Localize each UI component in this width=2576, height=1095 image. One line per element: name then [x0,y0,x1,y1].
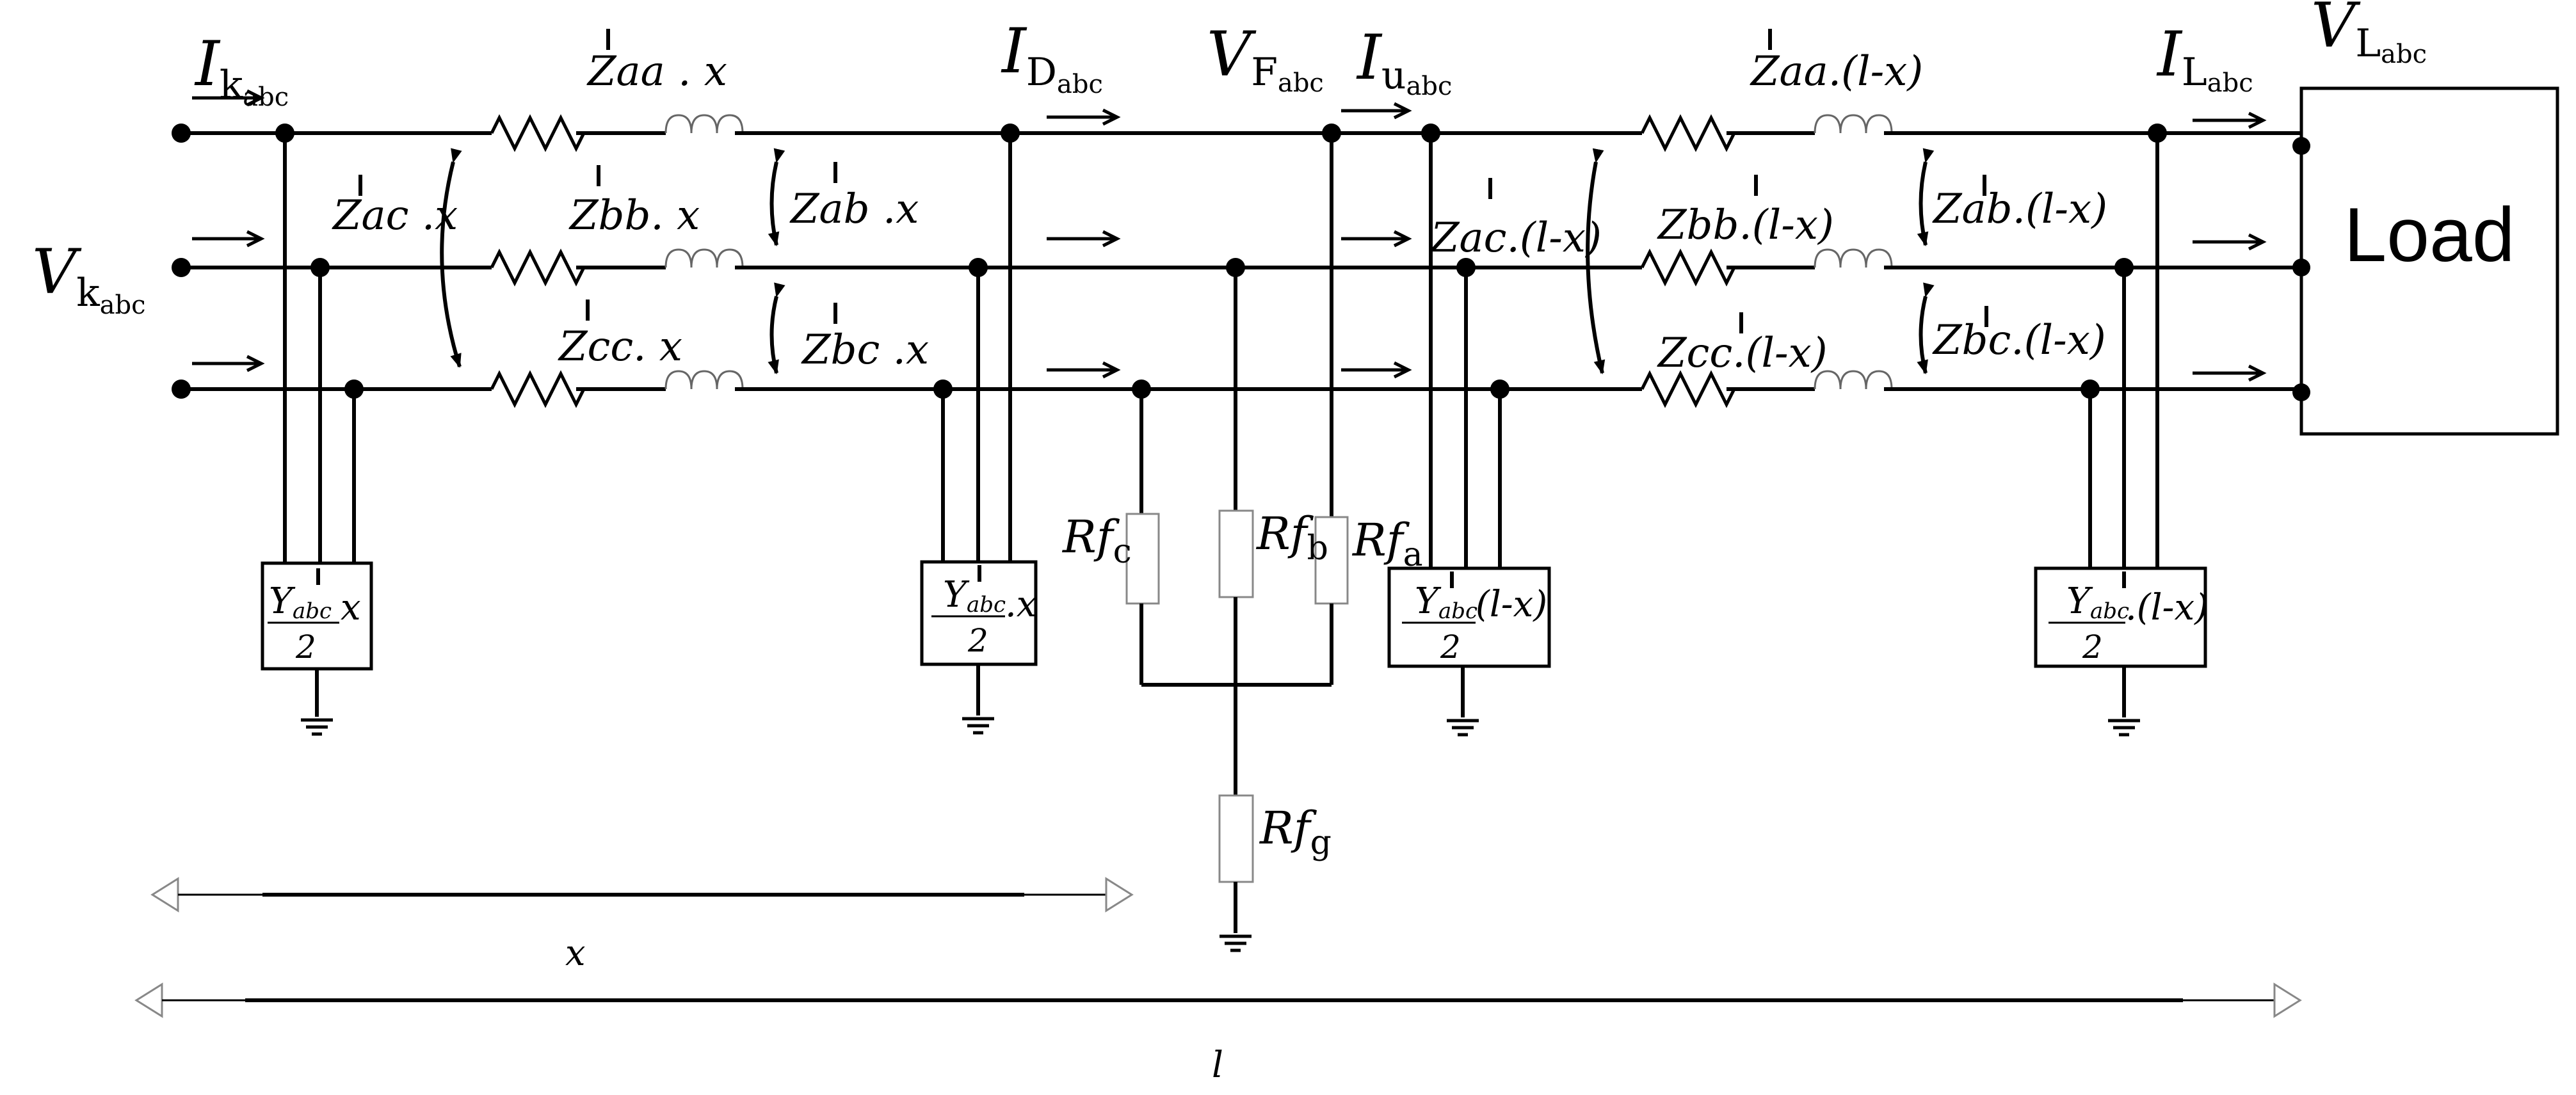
iu-label: Iuabc [1356,22,1452,101]
vf-label: VFabc [1207,19,1324,98]
svg-text:2: 2 [1440,628,1461,666]
shunt-admittance-2 [920,124,1038,715]
inductor-bb-right [1814,248,1893,268]
phase-b-line [181,248,2301,287]
inductor-aa-right [1814,114,1893,134]
svg-text:Yabc: Yabc [943,574,1006,618]
inductor-cc-left [664,370,744,390]
vk-label: Vkabc [32,236,146,320]
load-label: Load [2344,192,2515,278]
svg-text:x: x [341,587,361,628]
zaa-right-label: Zaa.(l-x) [1750,48,1923,95]
il-label: ILabc [2156,19,2253,98]
zab-left-label: Zab .x [789,186,919,233]
zac-left-label: Zac .x [332,192,458,239]
svg-text:.(l-x): .(l-x) [2125,587,2209,628]
rfg-label: Rfg [1259,802,1332,862]
zab-right-label: Zab.(l-x) [1932,186,2107,233]
admittance-label-4: Yabc .(l-x) 2 [2049,571,2209,666]
ground-icon [1447,719,1479,737]
admittance-label-2: Yabc .x 2 [931,565,1036,659]
zbb-left-label: Zbb. x [568,192,700,239]
ground-icon [301,718,333,736]
load-dot-a [2292,137,2310,155]
rfa-label: Rfa [1351,514,1423,574]
zbb-right-label: Zbb.(l-x) [1657,202,1834,249]
svg-text:2: 2 [2082,628,2103,666]
svg-text:Yabc: Yabc [269,580,332,624]
svg-text:2: 2 [295,628,316,666]
zbc-right-label: Zbc.(l-x) [1932,317,2106,364]
ground-icon [2108,719,2140,737]
resistor-aa-left [490,114,586,152]
terminal-a-dot [172,124,191,143]
ik-label: Ikabc [194,28,289,112]
resistor-rfa [1314,516,1349,605]
shunt-admittance-3 [1387,124,1551,717]
zac-right-label: Zac.(l-x) [1429,214,1602,262]
ground-icon [962,717,994,735]
terminal-b-dot [172,258,191,277]
shunt-admittance-4 [2034,124,2207,717]
load-dot-b [2292,259,2310,276]
current-arrows [192,89,2267,382]
admittance-label-1: Yabc x 2 [268,568,361,666]
inductor-aa-left [664,114,744,134]
impedance-labels-right: Zaa.(l-x) Zac.(l-x) Zbb.(l-x) Zab.(l-x) … [1429,29,2107,377]
svg-text:.x: .x [1005,584,1036,625]
svg-text:(l-x): (l-x) [1476,584,1547,625]
dimension-l-label: l [1212,1044,1223,1086]
svg-text:Yabc: Yabc [2066,580,2129,624]
resistor-bb-left [490,248,586,287]
zcc-left-label: Zcc. x [558,323,682,371]
svg-text:Yabc: Yabc [1415,580,1477,624]
resistor-bb-right [1640,248,1736,287]
dimension-x-label: x [565,932,586,974]
resistor-cc-left [490,370,586,408]
impedance-labels-left: Zaa . x Zac .x Zbb. x Zab .x Zcc. x Zbc … [332,29,929,374]
dimension-x [150,877,1134,913]
zcc-right-label: Zcc.(l-x) [1657,330,1828,377]
zbc-left-label: Zbc .x [801,326,929,374]
vl-label: VLabc [2311,0,2427,69]
mutual-coupling-arrows [440,148,1935,374]
dimension-l [134,982,2302,1018]
resistor-cc-right [1640,370,1736,408]
resistor-rfg [1218,794,1254,883]
phase-c-line [181,370,2301,408]
admittance-label-3: Yabc (l-x) 2 [1402,571,1547,666]
zaa-left-label: Zaa . x [586,48,727,95]
fault-network [1125,124,1349,933]
load-dot-c [2292,383,2310,401]
svg-text:2: 2 [967,622,988,659]
id-label: IDabc [1001,15,1103,99]
terminal-c-dot [172,380,191,399]
resistor-rfb [1218,509,1254,598]
rfc-label: Rfc [1061,511,1132,571]
resistor-aa-right [1640,114,1736,152]
rfb-label: Rfb [1255,508,1328,568]
phase-a-line [181,114,2301,152]
inductor-cc-right [1814,370,1893,390]
inductor-bb-left [664,248,744,268]
ground-icon [1220,934,1252,952]
